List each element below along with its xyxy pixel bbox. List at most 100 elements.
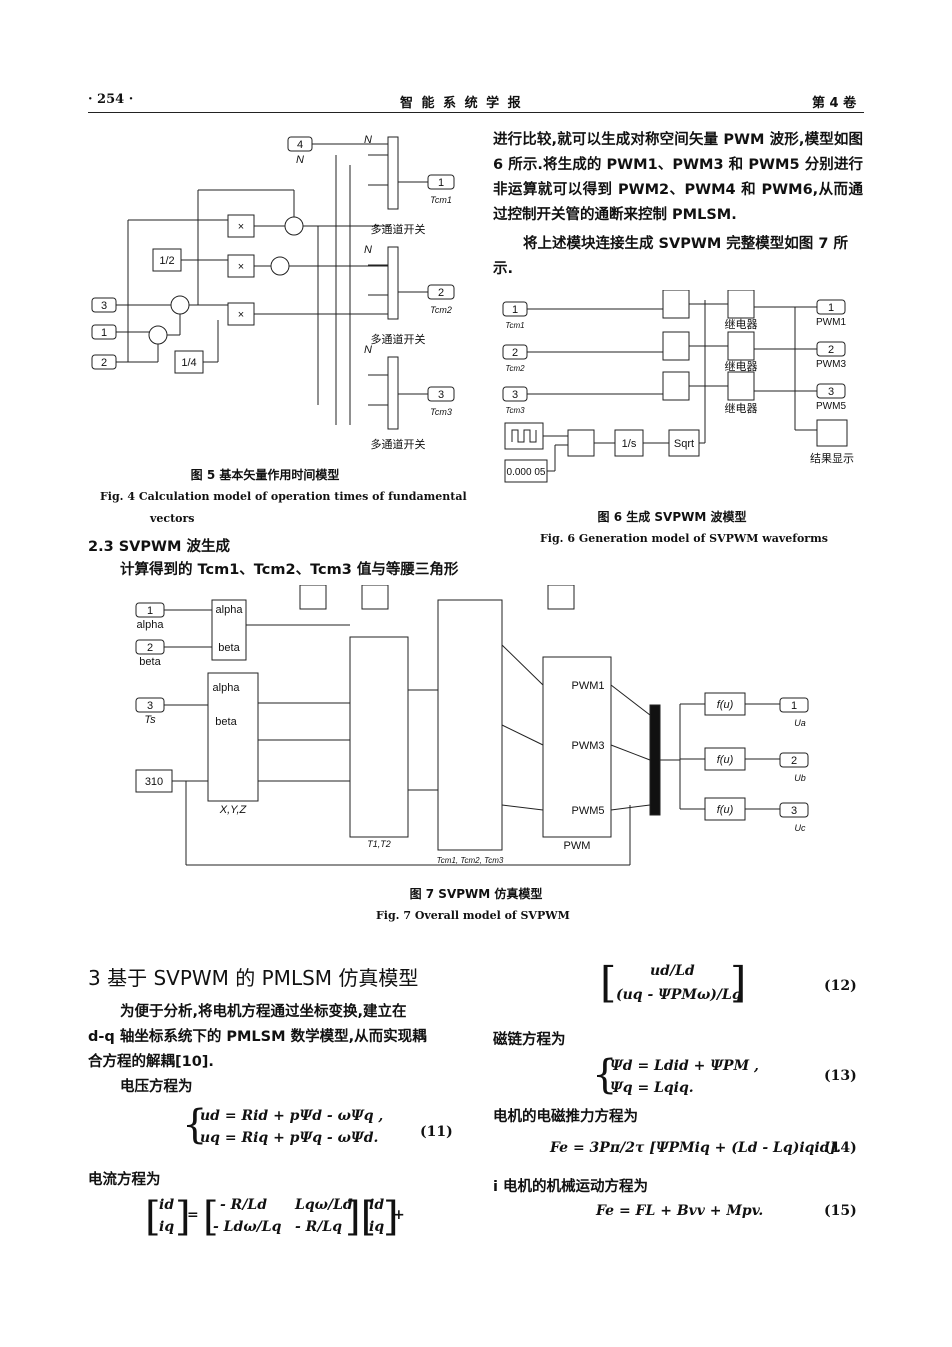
- svg-text:2: 2: [512, 347, 518, 359]
- fig6-diagram: 1 2 3 Tcm1 Tcm2 Tcm3 继电器 继电器 继电器 1 2 3 P…: [502, 290, 854, 483]
- svg-text:Ua: Ua: [794, 718, 806, 728]
- svg-text:1: 1: [512, 304, 518, 316]
- svg-text:2: 2: [828, 344, 834, 356]
- right-para-1: 进行比较,就可以生成对称空间矢量 PWM 波形,模型如图 6 所示.将生成的 P…: [493, 132, 863, 223]
- fig5-diagram: 4 N 3 1 2 1/2 1/4 × × × 1 2 3 Tcm1 Tcm2 …: [91, 134, 455, 451]
- voltage-label: 电压方程为: [120, 1079, 193, 1095]
- eq15-number: (15): [824, 1203, 857, 1219]
- svg-text:beta: beta: [215, 716, 237, 728]
- fig7-caption-cn: 图 7 SVPWM 仿真模型: [409, 887, 543, 901]
- fig5-n-num: 4: [297, 139, 303, 151]
- eq13-brace: {: [592, 1052, 618, 1098]
- fig6-sqrt: Sqrt: [674, 438, 694, 450]
- svg-text:1: 1: [791, 700, 797, 712]
- svg-text:2: 2: [101, 357, 107, 369]
- fig5-gain-half: 1/2: [159, 255, 174, 267]
- svg-text:3: 3: [438, 389, 444, 401]
- svg-text:×: ×: [238, 309, 244, 321]
- svg-text:1: 1: [828, 302, 834, 314]
- svg-text:PWM5: PWM5: [572, 805, 605, 817]
- motion-label: i 电机的机械运动方程为: [493, 1179, 649, 1195]
- svg-text:×: ×: [238, 221, 244, 233]
- section-3-para1-l3: 合方程的解耦[10].: [88, 1054, 214, 1070]
- svg-text:PWM5: PWM5: [816, 401, 846, 412]
- force-label: 电机的电磁推力方程为: [493, 1109, 638, 1125]
- svg-text:Tcm1, Tcm2, Tcm3: Tcm1, Tcm2, Tcm3: [437, 856, 504, 865]
- svg-text:T1,T2: T1,T2: [367, 839, 391, 849]
- fig5-switch-label-2: 多通道开关: [371, 332, 426, 346]
- fig6-relay-3: 继电器: [725, 402, 758, 415]
- journal-title: 智 能 系 统 学 报: [400, 96, 523, 111]
- svg-text:alpha: alpha: [137, 619, 165, 631]
- eq12-matrix: [ ud/Ld (uq - ΨPMω)/Lq ]: [600, 958, 747, 1007]
- right-para-2: 将上述模块连接生成 SVPWM 完整模型如图 7 所示.: [493, 236, 848, 277]
- eq14-number: (14): [824, 1140, 857, 1156]
- svg-text:Uc: Uc: [795, 823, 806, 833]
- svg-text:PWM1: PWM1: [816, 317, 846, 328]
- fig5-caption-cn: 图 5 基本矢量作用时间模型: [190, 468, 340, 482]
- eq13-line-b: Ψq = Lqiq.: [610, 1080, 694, 1096]
- svg-text:Ub: Ub: [794, 773, 806, 783]
- eq11-line-b: uq = Riq + pΨq - ωΨd.: [200, 1130, 379, 1146]
- section-3-heading: 3 基于 SVPWM 的 PMLSM 仿真模型: [88, 966, 419, 990]
- svg-text:3: 3: [512, 389, 518, 401]
- svg-text:3: 3: [828, 386, 834, 398]
- svg-text:beta: beta: [218, 642, 240, 654]
- volume-label: 第 4 卷: [812, 96, 857, 111]
- svg-text:×: ×: [238, 261, 244, 273]
- svg-text:PWM: PWM: [564, 840, 591, 852]
- svg-text:2: 2: [791, 755, 797, 767]
- eq13-number: (13): [824, 1068, 857, 1084]
- svg-text:1: 1: [147, 605, 153, 617]
- svg-text:3: 3: [791, 805, 797, 817]
- section-3-para1-l1: 为便于分析,将电机方程通过坐标变换,建立在: [120, 1004, 407, 1020]
- svg-text:1: 1: [101, 327, 107, 339]
- svg-text:X,Y,Z: X,Y,Z: [219, 804, 248, 816]
- fig5-gain-quarter: 1/4: [181, 357, 196, 369]
- fig6-relay-1: 继电器: [725, 318, 758, 331]
- svg-text:f(u): f(u): [717, 754, 734, 766]
- fig7-const-310: 310: [145, 776, 163, 788]
- eq11-line-a: ud = Rid + pΨd - ωΨq ,: [200, 1108, 384, 1124]
- fig5-caption-en-2: vectors: [150, 512, 195, 525]
- svg-text:alpha: alpha: [216, 604, 244, 616]
- eq14: Fe = 3Pπ/2τ [ΨPMiq + (Ld - Lq)iqid].: [550, 1140, 842, 1156]
- eq12-number: (12): [824, 978, 857, 994]
- svg-text:3: 3: [147, 700, 153, 712]
- fig7-diagram: 1 2 3 alpha beta Ts 310 alpha beta alpha…: [135, 585, 809, 866]
- section-2-3-intro: 计算得到的 Tcm1、Tcm2、Tcm3 值与等腰三角形: [120, 562, 459, 578]
- section-2-3-heading: 2.3 SVPWM 波生成: [88, 539, 230, 555]
- svg-text:alpha: alpha: [213, 682, 241, 694]
- header-rule: [88, 112, 864, 113]
- fig6-caption-cn: 图 6 生成 SVPWM 波模型: [597, 510, 747, 524]
- fig5-switch-label-1: 多通道开关: [371, 222, 426, 236]
- fig6-caption-en: Fig. 6 Generation model of SVPWM wavefor…: [540, 532, 828, 545]
- svg-text:Tcm3: Tcm3: [430, 407, 452, 417]
- fig6-const: 0.000 05: [507, 467, 546, 478]
- current-label: 电流方程为: [88, 1172, 161, 1188]
- fig6-scope: 结果显示: [810, 452, 854, 465]
- svg-text:f(u): f(u): [717, 699, 734, 711]
- svg-text:Ts: Ts: [144, 714, 156, 726]
- svg-text:beta: beta: [139, 656, 161, 668]
- svg-text:N: N: [364, 244, 372, 256]
- svg-text:Tcm2: Tcm2: [430, 305, 452, 315]
- svg-text:2: 2: [147, 642, 153, 654]
- svg-text:1: 1: [438, 177, 444, 189]
- eq11-number: (11): [420, 1124, 453, 1140]
- fig7-caption-en: Fig. 7 Overall model of SVPWM: [376, 909, 570, 922]
- section-3-para1-l2: d-q 轴坐标系统下的 PMLSM 数学模型,从而实现耦: [88, 1029, 427, 1045]
- svg-text:Tcm1: Tcm1: [430, 195, 452, 205]
- svg-text:f(u): f(u): [717, 804, 734, 816]
- fig5-switch-label-3: 多通道开关: [371, 437, 426, 451]
- page-number: · 254 ·: [88, 92, 134, 107]
- eq13-line-a: Ψd = Ldid + ΨPM ,: [610, 1058, 759, 1074]
- eq15: Fe = FL + Bvv + Mpv.: [596, 1203, 764, 1219]
- svg-text:3: 3: [101, 300, 107, 312]
- fig5-caption-en-1: Fig. 4 Calculation model of operation ti…: [100, 490, 467, 503]
- flux-label: 磁链方程为: [493, 1032, 566, 1048]
- svg-text:2: 2: [438, 287, 444, 299]
- svg-text:PWM1: PWM1: [572, 680, 605, 692]
- svg-text:N: N: [364, 134, 372, 146]
- svg-text:PWM3: PWM3: [816, 359, 846, 370]
